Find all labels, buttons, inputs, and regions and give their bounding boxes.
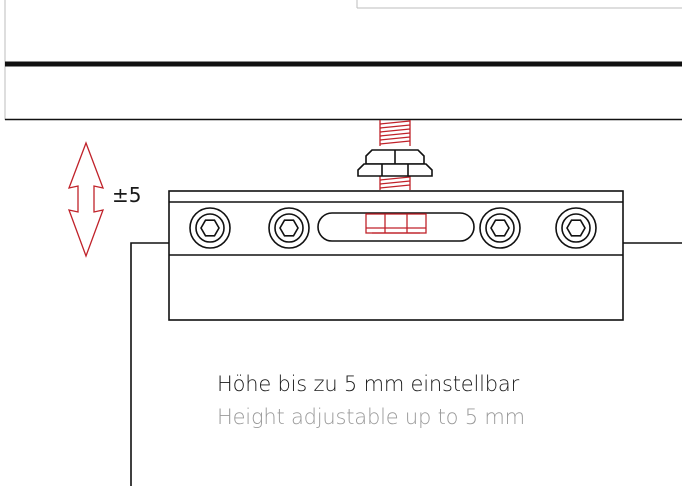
- slot-nut: [365, 213, 427, 234]
- title-frame: [4, 0, 682, 120]
- threaded-rod: [379, 120, 411, 190]
- screw-1: [189, 207, 231, 249]
- screw-4: [555, 207, 597, 249]
- mounting-rail: [168, 190, 624, 321]
- height-adjust-arrow-icon: [67, 141, 105, 258]
- tolerance-label: ±5: [112, 183, 142, 207]
- caption-english: Height adjustable up to 5 mm: [217, 405, 525, 429]
- adjustment-slot: [317, 212, 475, 242]
- wall-profile: [130, 242, 682, 486]
- screw-2: [268, 207, 310, 249]
- caption-german: Höhe bis zu 5 mm einstellbar: [217, 372, 520, 396]
- hex-nut: [357, 149, 433, 177]
- screw-3: [479, 207, 521, 249]
